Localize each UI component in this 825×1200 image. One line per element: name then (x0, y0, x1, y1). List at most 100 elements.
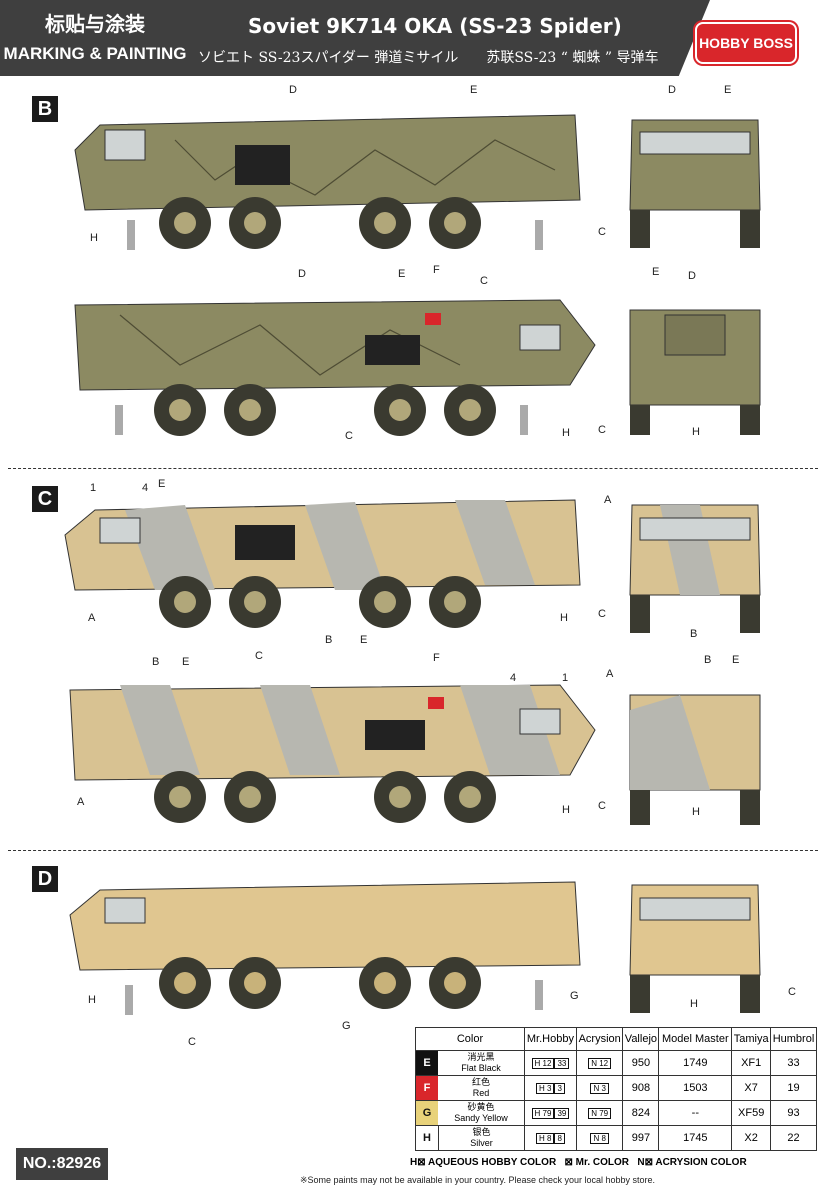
color-en: Silver (470, 1138, 493, 1148)
callout-c: C (598, 226, 606, 238)
callout-c: C (188, 1036, 196, 1048)
callout-e: E (652, 266, 660, 278)
color-en: Flat Black (461, 1063, 501, 1073)
callout-d: D (668, 84, 676, 96)
callout-e: E (182, 656, 190, 668)
callout-c: C (598, 800, 606, 812)
callout-c: C (255, 650, 263, 662)
col-color: Color (415, 1027, 525, 1051)
color-cn: 红色 (471, 1077, 490, 1087)
callout-h: H (562, 804, 570, 816)
callout-4: 4 (510, 672, 517, 684)
col-model-master: Model Master (658, 1027, 733, 1051)
col-vallejo: Vallejo (622, 1027, 660, 1051)
vallejo-cell: 950 (622, 1050, 660, 1076)
sub-titles: ソビエト SS-23スパイダー 弾道ミサイル 苏联SS-23 “ 蜘蛛 ” 导弹… (198, 50, 659, 66)
humbrol-cell: 93 (770, 1100, 817, 1126)
callout-c: C (788, 986, 796, 998)
vehicle-b-front-view (629, 119, 761, 248)
callout-c: C (598, 424, 606, 436)
callout-f: F (433, 652, 440, 664)
callout-e: E (398, 268, 406, 280)
mr-code: 33 (554, 1058, 570, 1069)
vehicle-c-left-side (64, 499, 581, 628)
vehicle-b-left-side (74, 114, 581, 250)
color-swatch: F (416, 1076, 438, 1100)
vehicle-c-right-side (69, 684, 596, 823)
humbrol-cell: 22 (770, 1125, 817, 1151)
callout-e: E (158, 478, 166, 490)
vehicle-b-rear-view (629, 309, 761, 435)
mm-cell: 1745 (658, 1125, 733, 1151)
callout-g: G (570, 990, 579, 1002)
callout-h: H (690, 998, 698, 1010)
callout-c: C (480, 275, 488, 287)
callout-d: D (298, 268, 306, 280)
tamiya-cell: X2 (731, 1125, 771, 1151)
col-acrysion: Acrysion (575, 1027, 624, 1051)
callout-e: E (470, 84, 478, 96)
paint-note: ※Some paints may not be available in you… (300, 1175, 656, 1185)
callout-h: H (88, 994, 96, 1006)
tamiya-cell: X7 (731, 1075, 771, 1101)
callout-e: E (360, 634, 368, 646)
mr-code: 8 (554, 1133, 565, 1144)
color-table: Color Mr.Hobby Acrysion Vallejo Model Ma… (415, 1027, 817, 1151)
callout-h: H (692, 806, 700, 818)
callout-d: D (289, 84, 297, 96)
callout-e: E (724, 84, 732, 96)
callout-b: B (325, 634, 333, 646)
acry-code: N 8 (590, 1133, 609, 1144)
tamiya-cell: XF1 (731, 1050, 771, 1076)
product-title: Soviet 9K714 OKA (SS-23 Spider) (248, 14, 622, 38)
color-cn: 银色 (472, 1127, 491, 1137)
callout-e: E (732, 654, 740, 666)
col-tamiya: Tamiya (731, 1027, 771, 1051)
section-divider (8, 850, 818, 851)
callout-b: B (690, 628, 698, 640)
acry-code: N 79 (588, 1108, 612, 1119)
acrysion-cell: N 12 (575, 1050, 624, 1076)
mm-cell: -- (658, 1100, 733, 1126)
callout-4: 4 (142, 482, 149, 494)
callout-a: A (606, 668, 614, 680)
acry-code: N 3 (590, 1083, 609, 1094)
mr-code: 39 (554, 1108, 570, 1119)
hobby-code: H 12 (531, 1058, 555, 1069)
mm-cell: 1503 (658, 1075, 733, 1101)
callout-b: B (152, 656, 160, 668)
callout-a: A (604, 494, 612, 506)
section-label-c: C (32, 486, 58, 512)
vehicle-c-front-view (629, 504, 761, 633)
hobby-code: H 8 (535, 1133, 555, 1144)
header-left-block: 标贴与涂装 MARKING & PAINTING (0, 0, 190, 76)
vehicle-c-rear-view (629, 694, 761, 825)
vehicle-d-front-view (629, 884, 761, 1013)
brand-logo: HOBBY BOSS (695, 22, 797, 64)
color-swatch: G (416, 1101, 438, 1125)
legend-mr: ⊠ Mr. COLOR (564, 1157, 630, 1168)
color-cn: 砂黄色 (467, 1102, 495, 1112)
callout-a: A (88, 612, 96, 624)
acrysion-cell: N 79 (575, 1100, 624, 1126)
vehicle-b-right-side (74, 299, 596, 436)
header-title-block: Soviet 9K714 OKA (SS-23 Spider) ソビエト SS-… (190, 0, 710, 76)
header: 标贴与涂装 MARKING & PAINTING Soviet 9K714 OK… (0, 0, 825, 76)
callout-h: H (90, 232, 98, 244)
color-swatch: H (416, 1126, 439, 1150)
vallejo-cell: 908 (622, 1075, 660, 1101)
humbrol-cell: 33 (770, 1050, 817, 1076)
callout-d: D (688, 270, 696, 282)
cn-title: 标贴与涂装 (45, 14, 145, 36)
legend-acrysion: N⊠ ACRYSION COLOR (637, 1157, 747, 1168)
